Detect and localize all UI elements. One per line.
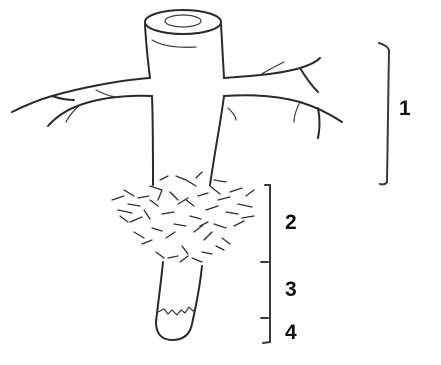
root-tip	[156, 262, 202, 340]
zone-1-bracket	[379, 43, 389, 184]
zone-label-2: 2	[285, 211, 297, 234]
main-root-shaft	[152, 96, 224, 185]
stem-top	[145, 10, 224, 78]
root-hair-zone	[112, 172, 254, 262]
left-lateral-root	[12, 78, 152, 126]
zone-label-3: 3	[285, 278, 297, 301]
zone-label-4: 4	[285, 321, 297, 344]
right-lateral-root	[224, 58, 342, 138]
zone-label-1: 1	[399, 97, 411, 120]
zone-2-3-4-bracket	[261, 185, 270, 343]
